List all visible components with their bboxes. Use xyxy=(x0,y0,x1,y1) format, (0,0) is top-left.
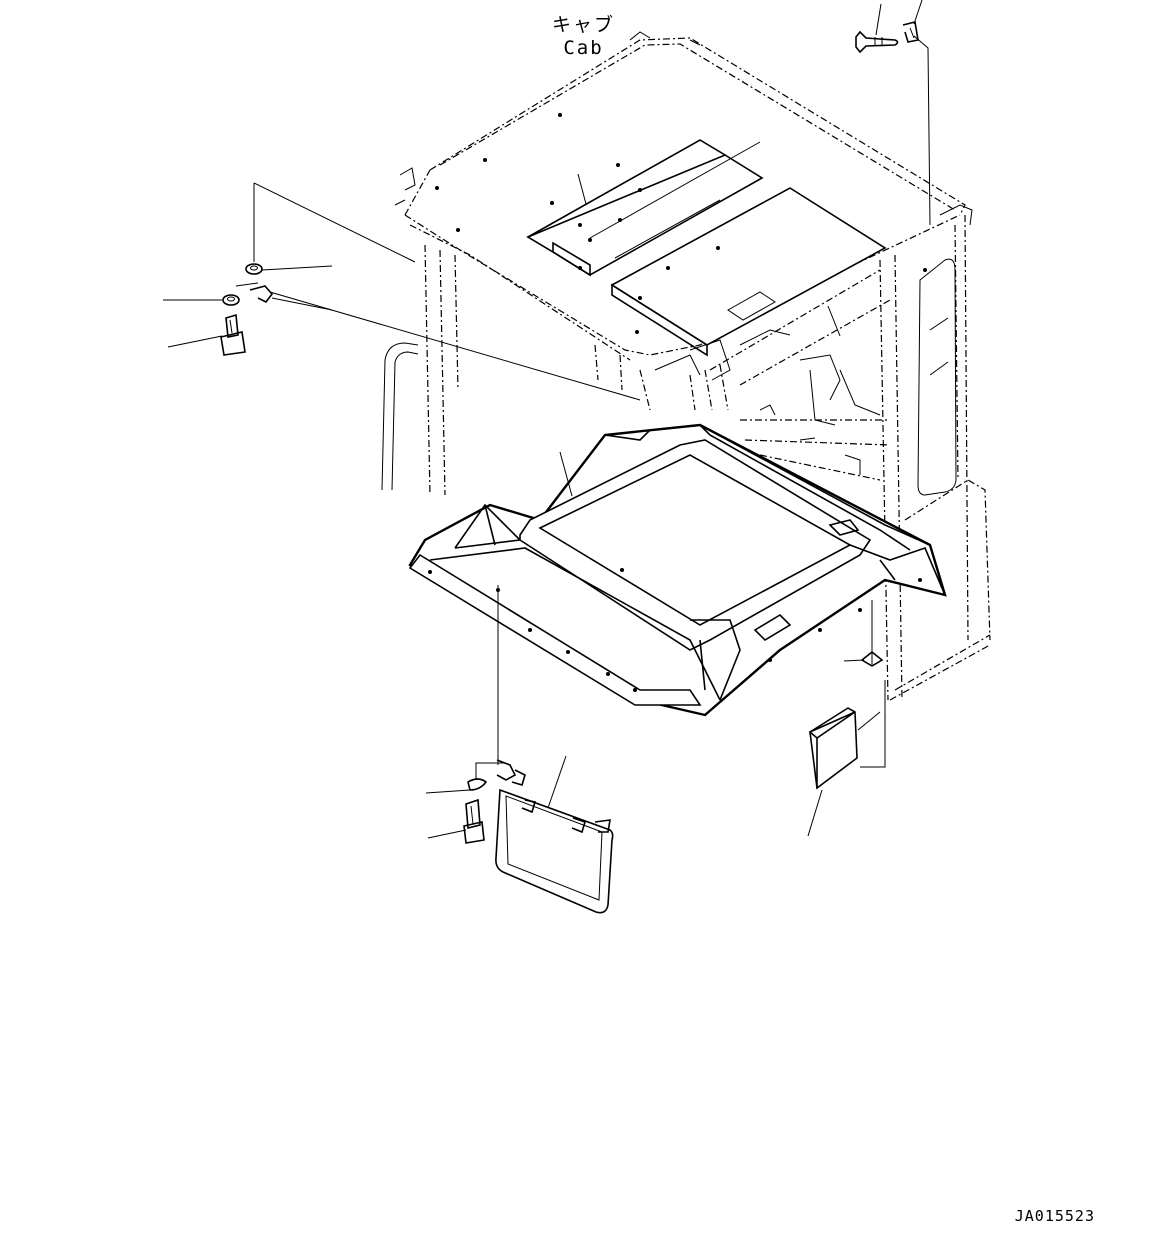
assembly-lines xyxy=(235,35,931,780)
sun-visor xyxy=(495,759,614,914)
leader-lines xyxy=(163,0,923,839)
fastener-top-right xyxy=(855,21,919,54)
cab-label-en: Cab xyxy=(563,37,604,59)
headliner-lining xyxy=(408,423,947,717)
roof-bolt-holes xyxy=(435,113,927,334)
foam-pad xyxy=(808,707,858,790)
cab-label-jp: キャブ xyxy=(552,14,616,36)
cab-outline xyxy=(381,31,991,701)
cab-label: キャブ Cab xyxy=(552,14,615,60)
roof-plate-front xyxy=(526,139,764,277)
drawing-number: JA015523 xyxy=(1014,1207,1095,1225)
fastener-bottom-left-set xyxy=(463,778,488,844)
fastener-left-set xyxy=(220,263,274,356)
roof-plate-rear xyxy=(610,187,887,357)
